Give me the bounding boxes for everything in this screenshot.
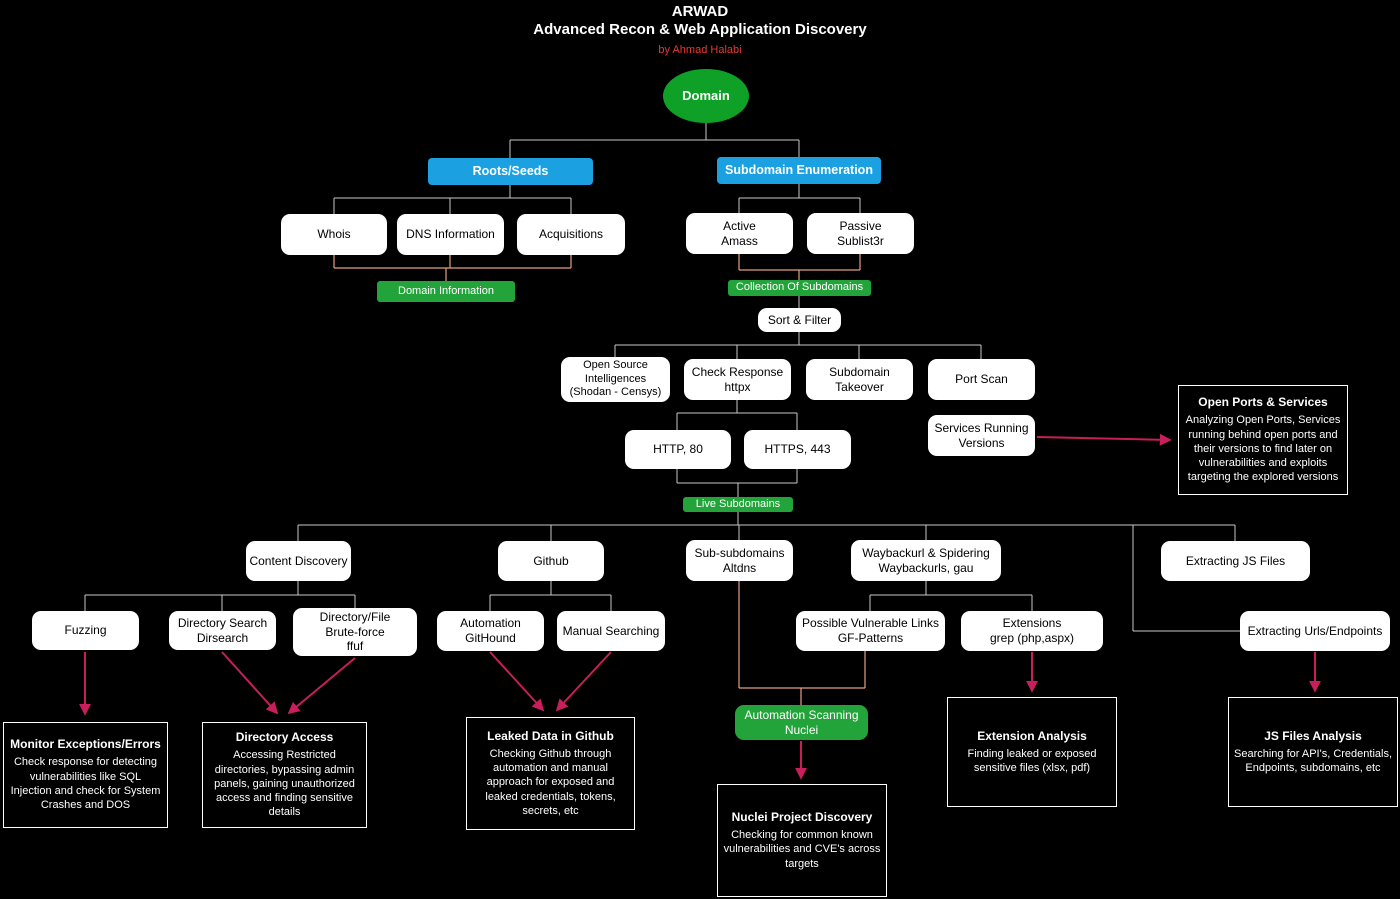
node-roots-seeds: Roots/Seeds [428,158,593,185]
node-check-response-httpx: Check Response httpx [684,359,791,400]
node-whois: Whois [281,214,387,255]
node-https-443: HTTPS, 443 [744,430,851,469]
node-automation-githound: Automation GitHound [437,611,544,651]
node-fuzzing: Fuzzing [32,611,139,650]
node-passive-sublist3r: Passive Sublist3r [807,213,914,254]
info-directory-access-title: Directory Access [235,730,334,745]
node-services-running-versions: Services Running Versions [928,415,1035,456]
info-open-ports-body: Analyzing Open Ports, Services running b… [1185,414,1341,484]
info-open-ports-title: Open Ports & Services [1198,395,1328,410]
info-directory-access-body: Accessing Restricted directories, bypass… [214,749,355,819]
node-automation-scanning-nuclei: Automation Scanning Nuclei [735,705,868,740]
node-dns-information: DNS Information [397,214,504,255]
node-subdomain-enumeration: Subdomain Enumeration [717,157,881,184]
info-leaked-data-github: Leaked Data in Github Checking Github th… [466,717,635,830]
node-sub-subdomains-altdns: Sub-subdomains Altdns [686,540,793,581]
node-sort-filter: Sort & Filter [758,308,841,332]
info-monitor-exceptions-title: Monitor Exceptions/Errors [10,737,161,752]
node-acquisitions: Acquisitions [517,214,625,255]
node-extracting-js-files: Extracting JS Files [1161,541,1310,581]
info-js-files-analysis-body: Searching for API's, Credentials, Endpoi… [1234,747,1393,774]
info-monitor-exceptions-body: Check response for detecting vulnerabili… [10,756,161,812]
node-collection-of-subdomains: Collection Of Subdomains [728,280,871,296]
info-js-files-analysis-title: JS Files Analysis [1264,728,1362,743]
white-connectors [84,123,1240,632]
info-open-ports-services: Open Ports & Services Analyzing Open Por… [1178,385,1348,495]
diagram-title: ARWAD [671,3,729,20]
node-domain-information: Domain Information [377,281,515,302]
node-open-source-intelligences: Open Source Intelligences (Shodan - Cens… [561,357,670,402]
info-leaked-data-github-body: Checking Github through automation and m… [485,747,616,817]
info-js-files-analysis: JS Files Analysis Searching for API's, C… [1228,697,1398,807]
node-github: Github [498,541,604,581]
info-monitor-exceptions: Monitor Exceptions/Errors Check response… [3,722,168,828]
info-leaked-data-github-title: Leaked Data in Github [487,728,614,743]
node-possible-vulnerable-links: Possible Vulnerable Links GF-Patterns [796,611,945,651]
info-extension-analysis: Extension Analysis Finding leaked or exp… [947,697,1117,807]
info-nuclei-project-discovery-body: Checking for common known vulnerabilitie… [723,829,881,870]
info-directory-access: Directory Access Accessing Restricted di… [202,722,367,828]
diagram-author: by Ahmad Halabi [658,44,742,56]
node-extensions-grep: Extensions grep (php,aspx) [961,611,1103,651]
node-http-80: HTTP, 80 [625,430,731,469]
arrow-connectors [79,433,1321,780]
node-waybackurl-spidering: Waybackurl & Spidering Waybackurls, gau [851,540,1001,581]
node-extracting-urls-endpoints: Extracting Urls/Endpoints [1240,611,1390,651]
node-content-discovery: Content Discovery [246,541,351,581]
info-nuclei-project-discovery-title: Nuclei Project Discovery [731,810,873,825]
node-manual-searching: Manual Searching [557,611,665,651]
node-directory-search-dirsearch: Directory Search Dirsearch [169,611,276,650]
orange-connectors [333,254,866,705]
node-subdomain-takeover: Subdomain Takeover [806,359,913,400]
node-domain: Domain [663,69,749,123]
node-live-subdomains: Live Subdomains [683,497,793,512]
info-extension-analysis-body: Finding leaked or exposed sensitive file… [967,747,1097,774]
title-block: ARWAD Advanced Recon & Web Application D… [0,3,1400,56]
node-directory-file-bruteforce-ffuf: Directory/File Brute-force ffuf [293,608,417,656]
info-nuclei-project-discovery: Nuclei Project Discovery Checking for co… [717,784,887,897]
node-active-amass: Active Amass [686,213,793,254]
diagram-subtitle: Advanced Recon & Web Application Discove… [533,21,867,38]
info-extension-analysis-title: Extension Analysis [977,728,1087,743]
node-port-scan: Port Scan [928,359,1035,400]
